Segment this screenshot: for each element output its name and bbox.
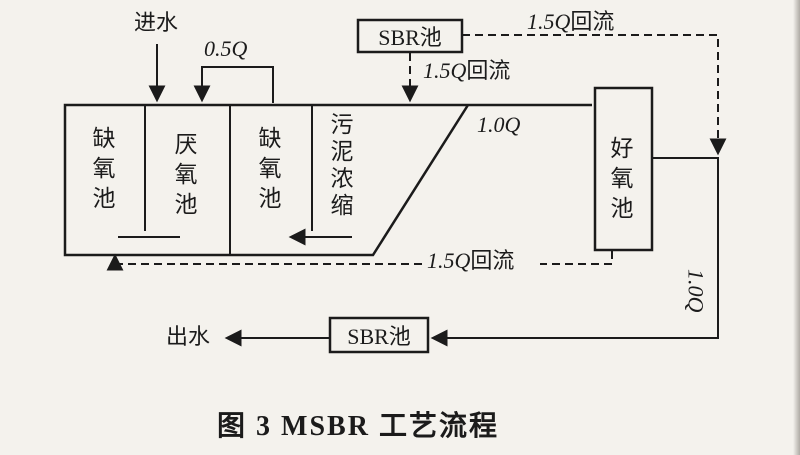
recycle-15-bottom-label: 1.5Q回流 bbox=[427, 248, 514, 273]
flow-10-right-label: 1.0Q bbox=[683, 268, 709, 313]
recycle-15-bottom-value: 1.5Q bbox=[427, 248, 471, 273]
influent-label: 进水 bbox=[134, 10, 179, 35]
anoxic-tank-2-label: 缺氧池 bbox=[255, 126, 280, 216]
recycle-15-top-label: 1.5Q回流 bbox=[527, 9, 614, 34]
recycle-15-top-line bbox=[462, 34, 727, 156]
recycle-15-mid-value: 1.5Q bbox=[423, 58, 467, 83]
recycle-15-mid-label: 1.5Q回流 bbox=[423, 58, 510, 83]
flow-10-main-label: 1.0Q bbox=[477, 112, 521, 137]
aerobic-tank-label: 好氧池 bbox=[607, 136, 632, 226]
recycle-15-bottom-suffix: 回流 bbox=[470, 248, 515, 273]
sbr-top-label: SBR池 bbox=[378, 25, 442, 50]
main-tank-outline bbox=[63, 103, 592, 257]
recycle-15-top-suffix: 回流 bbox=[570, 9, 615, 34]
sludge-thickener-label: 污泥浓缩 bbox=[327, 112, 352, 220]
figure-caption: 图 3 MSBR 工艺流程 bbox=[217, 411, 499, 442]
recycle-05-loop bbox=[193, 66, 274, 103]
discharge-10-line bbox=[430, 157, 719, 347]
recycle-05-label: 0.5Q bbox=[204, 36, 248, 61]
recycle-15-bottom-line-left bbox=[106, 253, 422, 271]
aerobic-tank-box-outline bbox=[593, 86, 654, 252]
anaerobic-tank-label: 厌氧池 bbox=[171, 132, 196, 222]
recycle-15-mid-suffix: 回流 bbox=[466, 58, 511, 83]
recycle-15-bottom-line-right bbox=[540, 251, 613, 265]
scan-edge-artifact bbox=[793, 0, 800, 455]
effluent-label: 出水 bbox=[166, 324, 211, 349]
sbr-bottom-label: SBR池 bbox=[347, 324, 411, 349]
recycle-15-top-value: 1.5Q bbox=[527, 9, 571, 34]
anoxic-tank-1-label: 缺氧池 bbox=[89, 126, 114, 216]
sbr-bottom-box-outline bbox=[328, 316, 430, 354]
